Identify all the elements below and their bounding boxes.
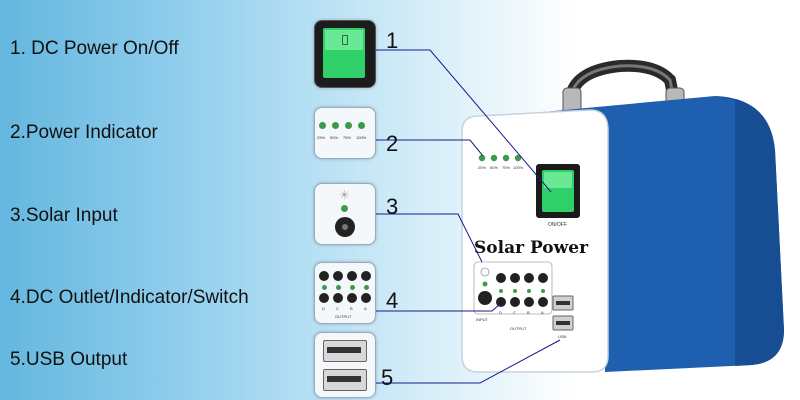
thumb-usb: [314, 332, 376, 398]
switch-label: ON/OFF: [548, 222, 567, 228]
thumb-output-label: OUTPUT: [335, 314, 352, 319]
usb-label: USB: [558, 334, 567, 339]
callout-4: 4: [386, 288, 399, 313]
feature-label-4: 4.DC Outlet/Indicator/Switch: [10, 287, 249, 308]
thumb-power-switch: [314, 20, 376, 88]
sun-icon: ☀: [339, 188, 350, 202]
level-75: 75%: [502, 165, 511, 170]
callout-3: 3: [386, 194, 399, 219]
output-label: OUTPUT: [510, 326, 527, 331]
level-100: 100%: [513, 165, 524, 170]
thumb-level-100: 100%: [356, 135, 367, 140]
feature-label-3: 3.Solar Input: [10, 205, 118, 226]
callout-1: 1: [386, 28, 399, 53]
level-50: 50%: [490, 165, 499, 170]
outlet-d: D: [499, 310, 502, 315]
thumb-dc-outlets: D C B A OUTPUT: [314, 262, 376, 324]
thumb-outlet-a: A: [364, 306, 367, 311]
thumb-power-indicator: 25% 50% 75% 100%: [314, 107, 376, 159]
outlet-b: B: [527, 310, 530, 315]
feature-label-5: 5.USB Output: [10, 349, 128, 370]
outlet-c: C: [513, 310, 516, 315]
callout-2: 2: [386, 131, 399, 156]
thumb-outlet-c: C: [336, 306, 339, 311]
outlet-a: A: [541, 310, 544, 315]
feature-label-2: 2.Power Indicator: [10, 122, 158, 143]
device-housing: [478, 96, 784, 372]
level-25: 25%: [478, 165, 487, 170]
thumb-level-25: 25%: [317, 135, 326, 140]
callout-5: 5: [381, 365, 394, 390]
device-brand: Solar Power: [474, 238, 589, 258]
thumb-level-50: 50%: [330, 135, 339, 140]
input-label: INPUT: [476, 317, 488, 322]
thumb-level-75: 75%: [343, 135, 352, 140]
feature-label-1: 1. DC Power On/Off: [10, 38, 179, 59]
thumb-outlet-d: D: [322, 306, 325, 311]
thumb-outlet-b: B: [350, 306, 353, 311]
thumb-solar-input: ☀: [314, 183, 376, 245]
dc-outlets: [496, 273, 548, 307]
